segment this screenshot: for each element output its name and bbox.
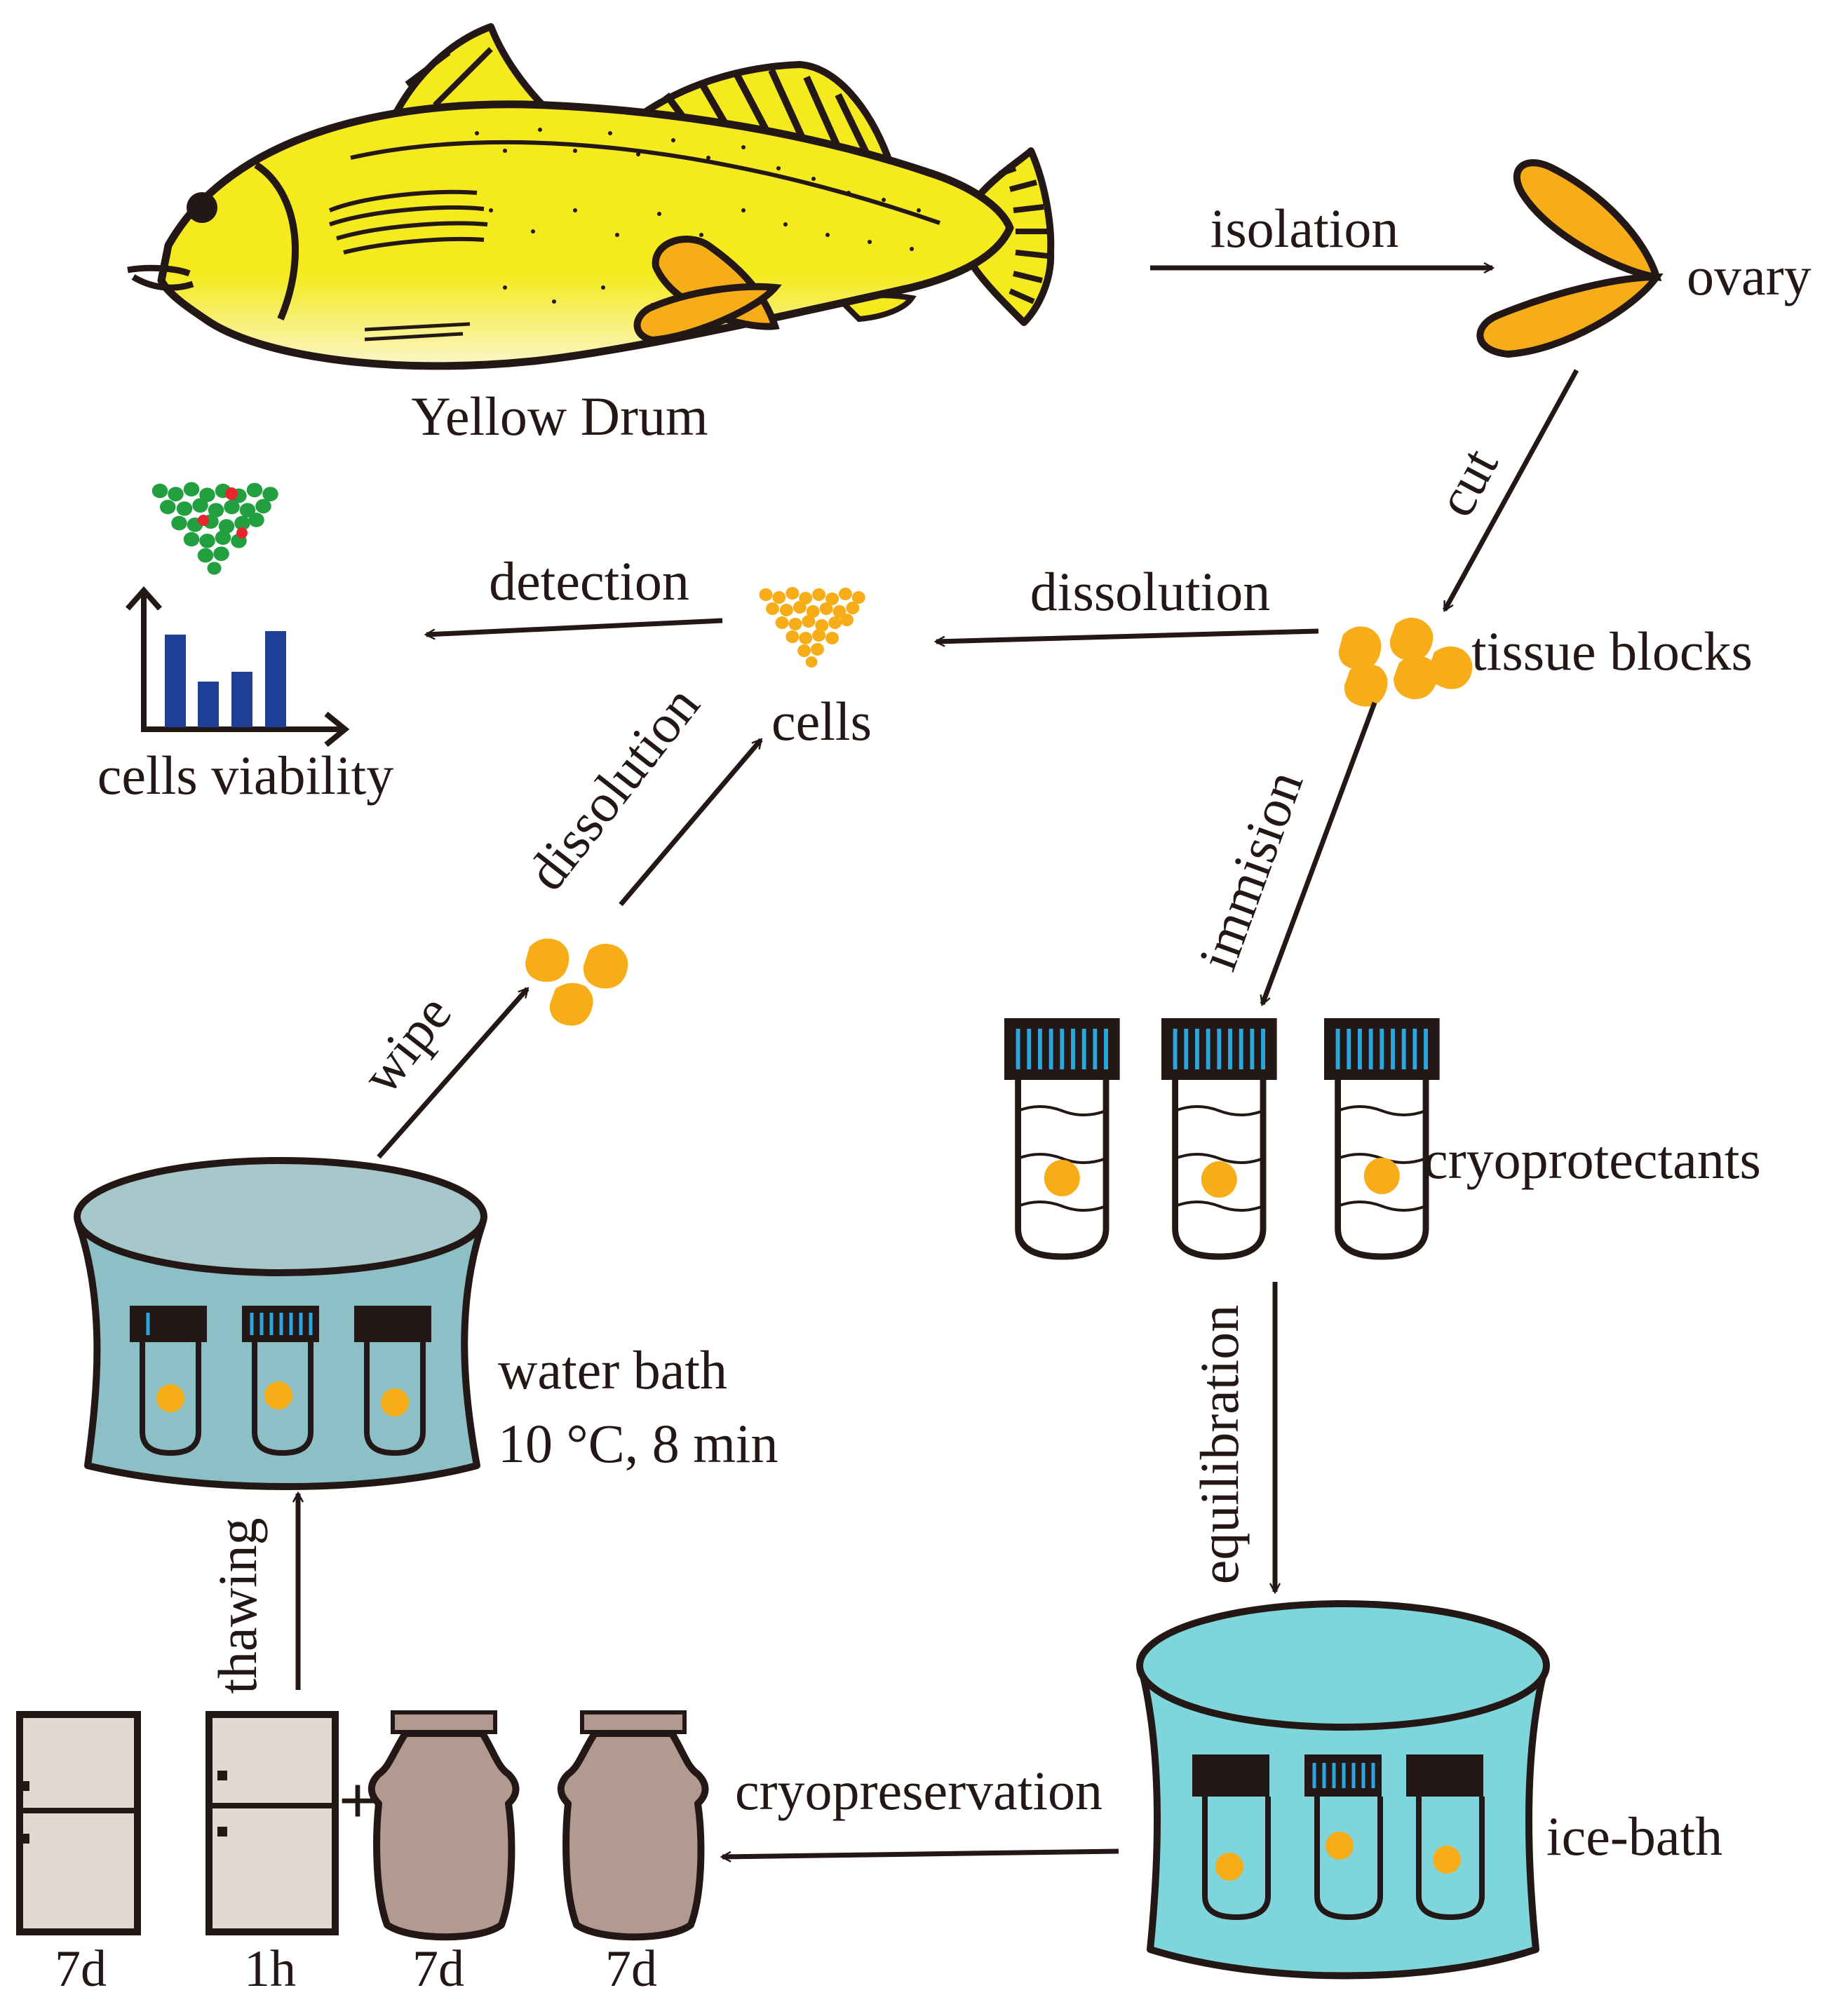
dissolution-label-top: dissolution <box>1030 561 1270 622</box>
ice-bath-icon <box>1136 1600 1550 1980</box>
wipe-arrow <box>377 989 530 1159</box>
liquid-nitrogen-dewar-icon <box>367 1710 520 1941</box>
dissolution-arrow-top <box>936 628 1319 642</box>
equilibration-label: equilibration <box>1189 1305 1250 1585</box>
tissue-blocks-icon <box>525 938 628 1026</box>
immision-label: immision <box>1187 763 1315 978</box>
tube-icon <box>1324 1018 1440 1257</box>
freezer-icon <box>205 1711 339 1935</box>
tube-icon <box>1004 1018 1120 1257</box>
liquid-nitrogen-dewar-icon <box>557 1710 709 1941</box>
freezer-icon <box>16 1711 141 1935</box>
cryoprotectants-label: cryoprotectants <box>1424 1129 1761 1190</box>
immision-arrow <box>1262 701 1377 1004</box>
ovary-label: ovary <box>1687 245 1812 306</box>
ovary-icon <box>1476 159 1664 358</box>
storage-label-4: 7d <box>605 1940 657 1995</box>
thawing-label: thawing <box>207 1517 268 1693</box>
cryopreservation-arrow <box>722 1848 1119 1857</box>
dissolution-label-diagonal: dissolution <box>515 675 710 901</box>
plus-sign: + <box>339 1763 377 1838</box>
fish-label: Yellow Drum <box>411 386 708 447</box>
ice-bath-label: ice-bath <box>1546 1806 1722 1867</box>
cells-cluster-icon <box>759 587 865 668</box>
water-bath-icon <box>74 1157 487 1490</box>
storage-label-2: 1h <box>244 1940 296 1995</box>
water-bath-label: water bath <box>498 1339 727 1400</box>
detection-label: detection <box>489 550 689 611</box>
tissue-blocks-icon <box>1338 617 1473 707</box>
tube-icon <box>1161 1018 1277 1257</box>
cells-viability-label: cells viability <box>97 745 393 806</box>
viability-chart-icon <box>126 482 350 748</box>
storage-label-3: 7d <box>412 1940 464 1995</box>
dissolution-arrow-diagonal <box>619 740 763 907</box>
storage-label-1: 7d <box>55 1940 107 1995</box>
detection-arrow <box>426 618 723 635</box>
water-bath-conditions: 10 °C, 8 min <box>498 1413 778 1474</box>
tissue-blocks-label: tissue blocks <box>1471 621 1753 682</box>
isolation-label: isolation <box>1210 198 1399 259</box>
cut-arrow <box>1442 369 1579 610</box>
fish-icon <box>127 23 1055 370</box>
cells-label: cells <box>771 691 872 752</box>
cryopreservation-label: cryopreservation <box>735 1760 1102 1821</box>
wipe-label: wipe <box>349 983 463 1104</box>
